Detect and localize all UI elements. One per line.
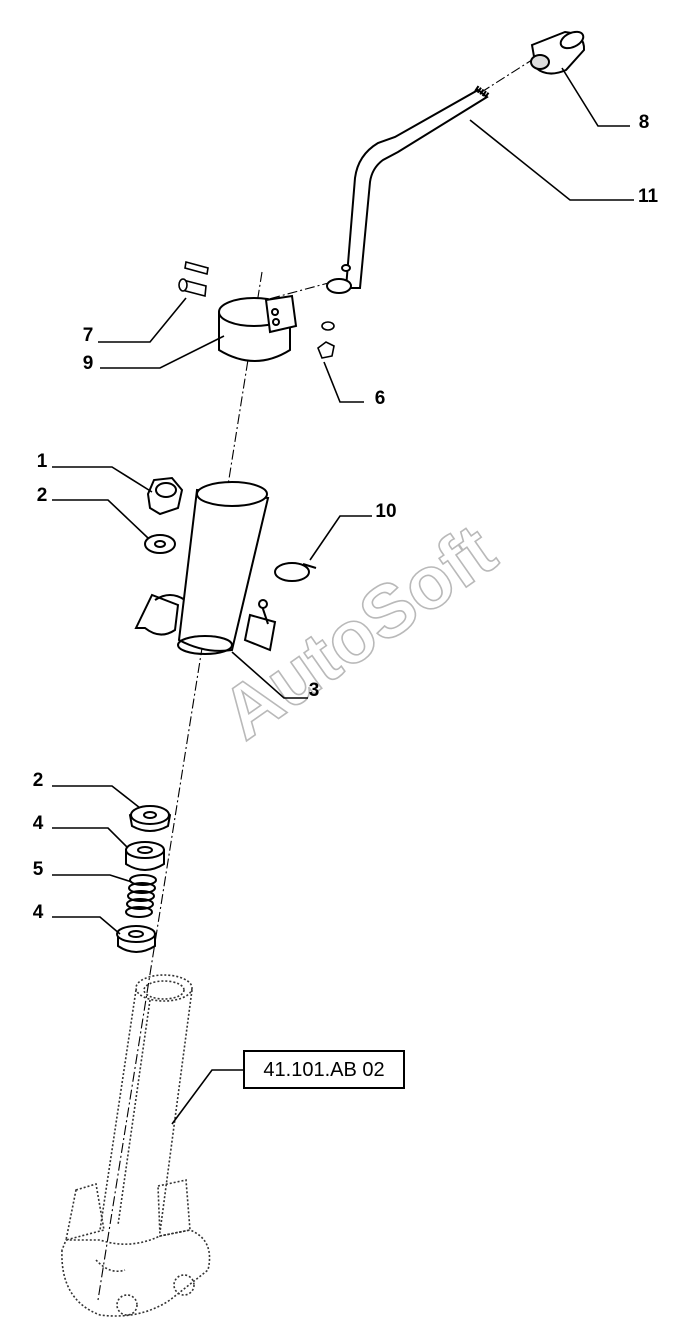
callout-2-lower: 2 <box>33 770 44 791</box>
callout-3: 3 <box>309 680 320 701</box>
spring-part <box>125 874 157 918</box>
lever-part <box>326 85 490 294</box>
reference-column-assembly <box>61 974 211 1317</box>
ring-clip-part <box>274 562 317 582</box>
callout-8: 8 <box>639 112 650 133</box>
callout-4-lower: 4 <box>33 902 44 923</box>
nut-part <box>317 321 335 359</box>
callout-4-upper: 4 <box>33 813 44 834</box>
callout-5: 5 <box>33 859 44 880</box>
callout-6: 6 <box>375 388 386 409</box>
callout-7: 7 <box>83 325 94 346</box>
washer-part-lower <box>128 805 172 832</box>
hex-nut-part <box>146 476 184 516</box>
callout-2-upper: 2 <box>37 485 48 506</box>
washer-part-upper <box>144 534 176 554</box>
callout-9: 9 <box>83 353 94 374</box>
reference-label: 41.101.AB 02 <box>263 1059 384 1081</box>
bushing-part-lower <box>116 925 156 953</box>
clamp-part <box>218 294 298 362</box>
tube-part <box>134 481 277 655</box>
leader-lines <box>52 67 634 1125</box>
knob-part <box>530 30 586 75</box>
bolt-part <box>178 260 209 298</box>
reference-box <box>243 1050 405 1089</box>
callout-10: 10 <box>375 501 396 522</box>
callout-1: 1 <box>37 451 48 472</box>
callout-11: 11 <box>638 186 659 207</box>
center-axis-line <box>97 57 536 1301</box>
bushing-part-upper <box>125 841 165 871</box>
